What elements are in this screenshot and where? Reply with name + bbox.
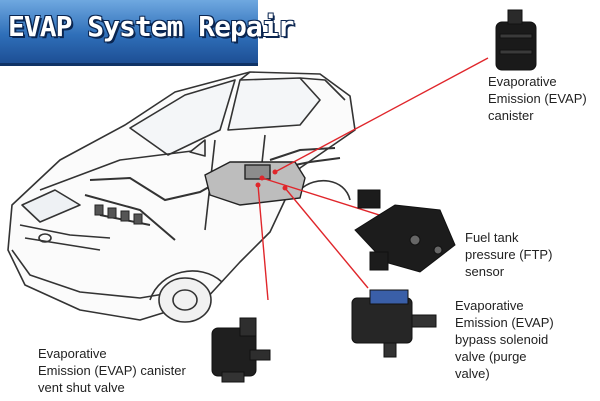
purge-valve-image <box>351 289 437 358</box>
fuel-tank <box>204 161 306 206</box>
label-ftp-sensor: Fuel tank pressure (FTP) sensor <box>465 230 553 279</box>
label-evap-canister: Evaporative Emission (EVAP) canister <box>488 74 587 123</box>
label-vent-valve: Evaporative Emission (EVAP) canister ven… <box>38 346 186 395</box>
title-banner: EVAP System Repair <box>0 0 294 66</box>
engine-parts <box>94 204 143 225</box>
label-purge-valve: Evaporative Emission (EVAP) bypass solen… <box>455 298 554 381</box>
evap-canister-image <box>495 9 537 71</box>
leader-dots <box>255 169 288 191</box>
leader-lines <box>257 57 489 301</box>
page-title: EVAP System Repair <box>8 10 294 43</box>
vent-valve-image <box>211 317 271 383</box>
ftp-sensor-image <box>354 189 456 273</box>
